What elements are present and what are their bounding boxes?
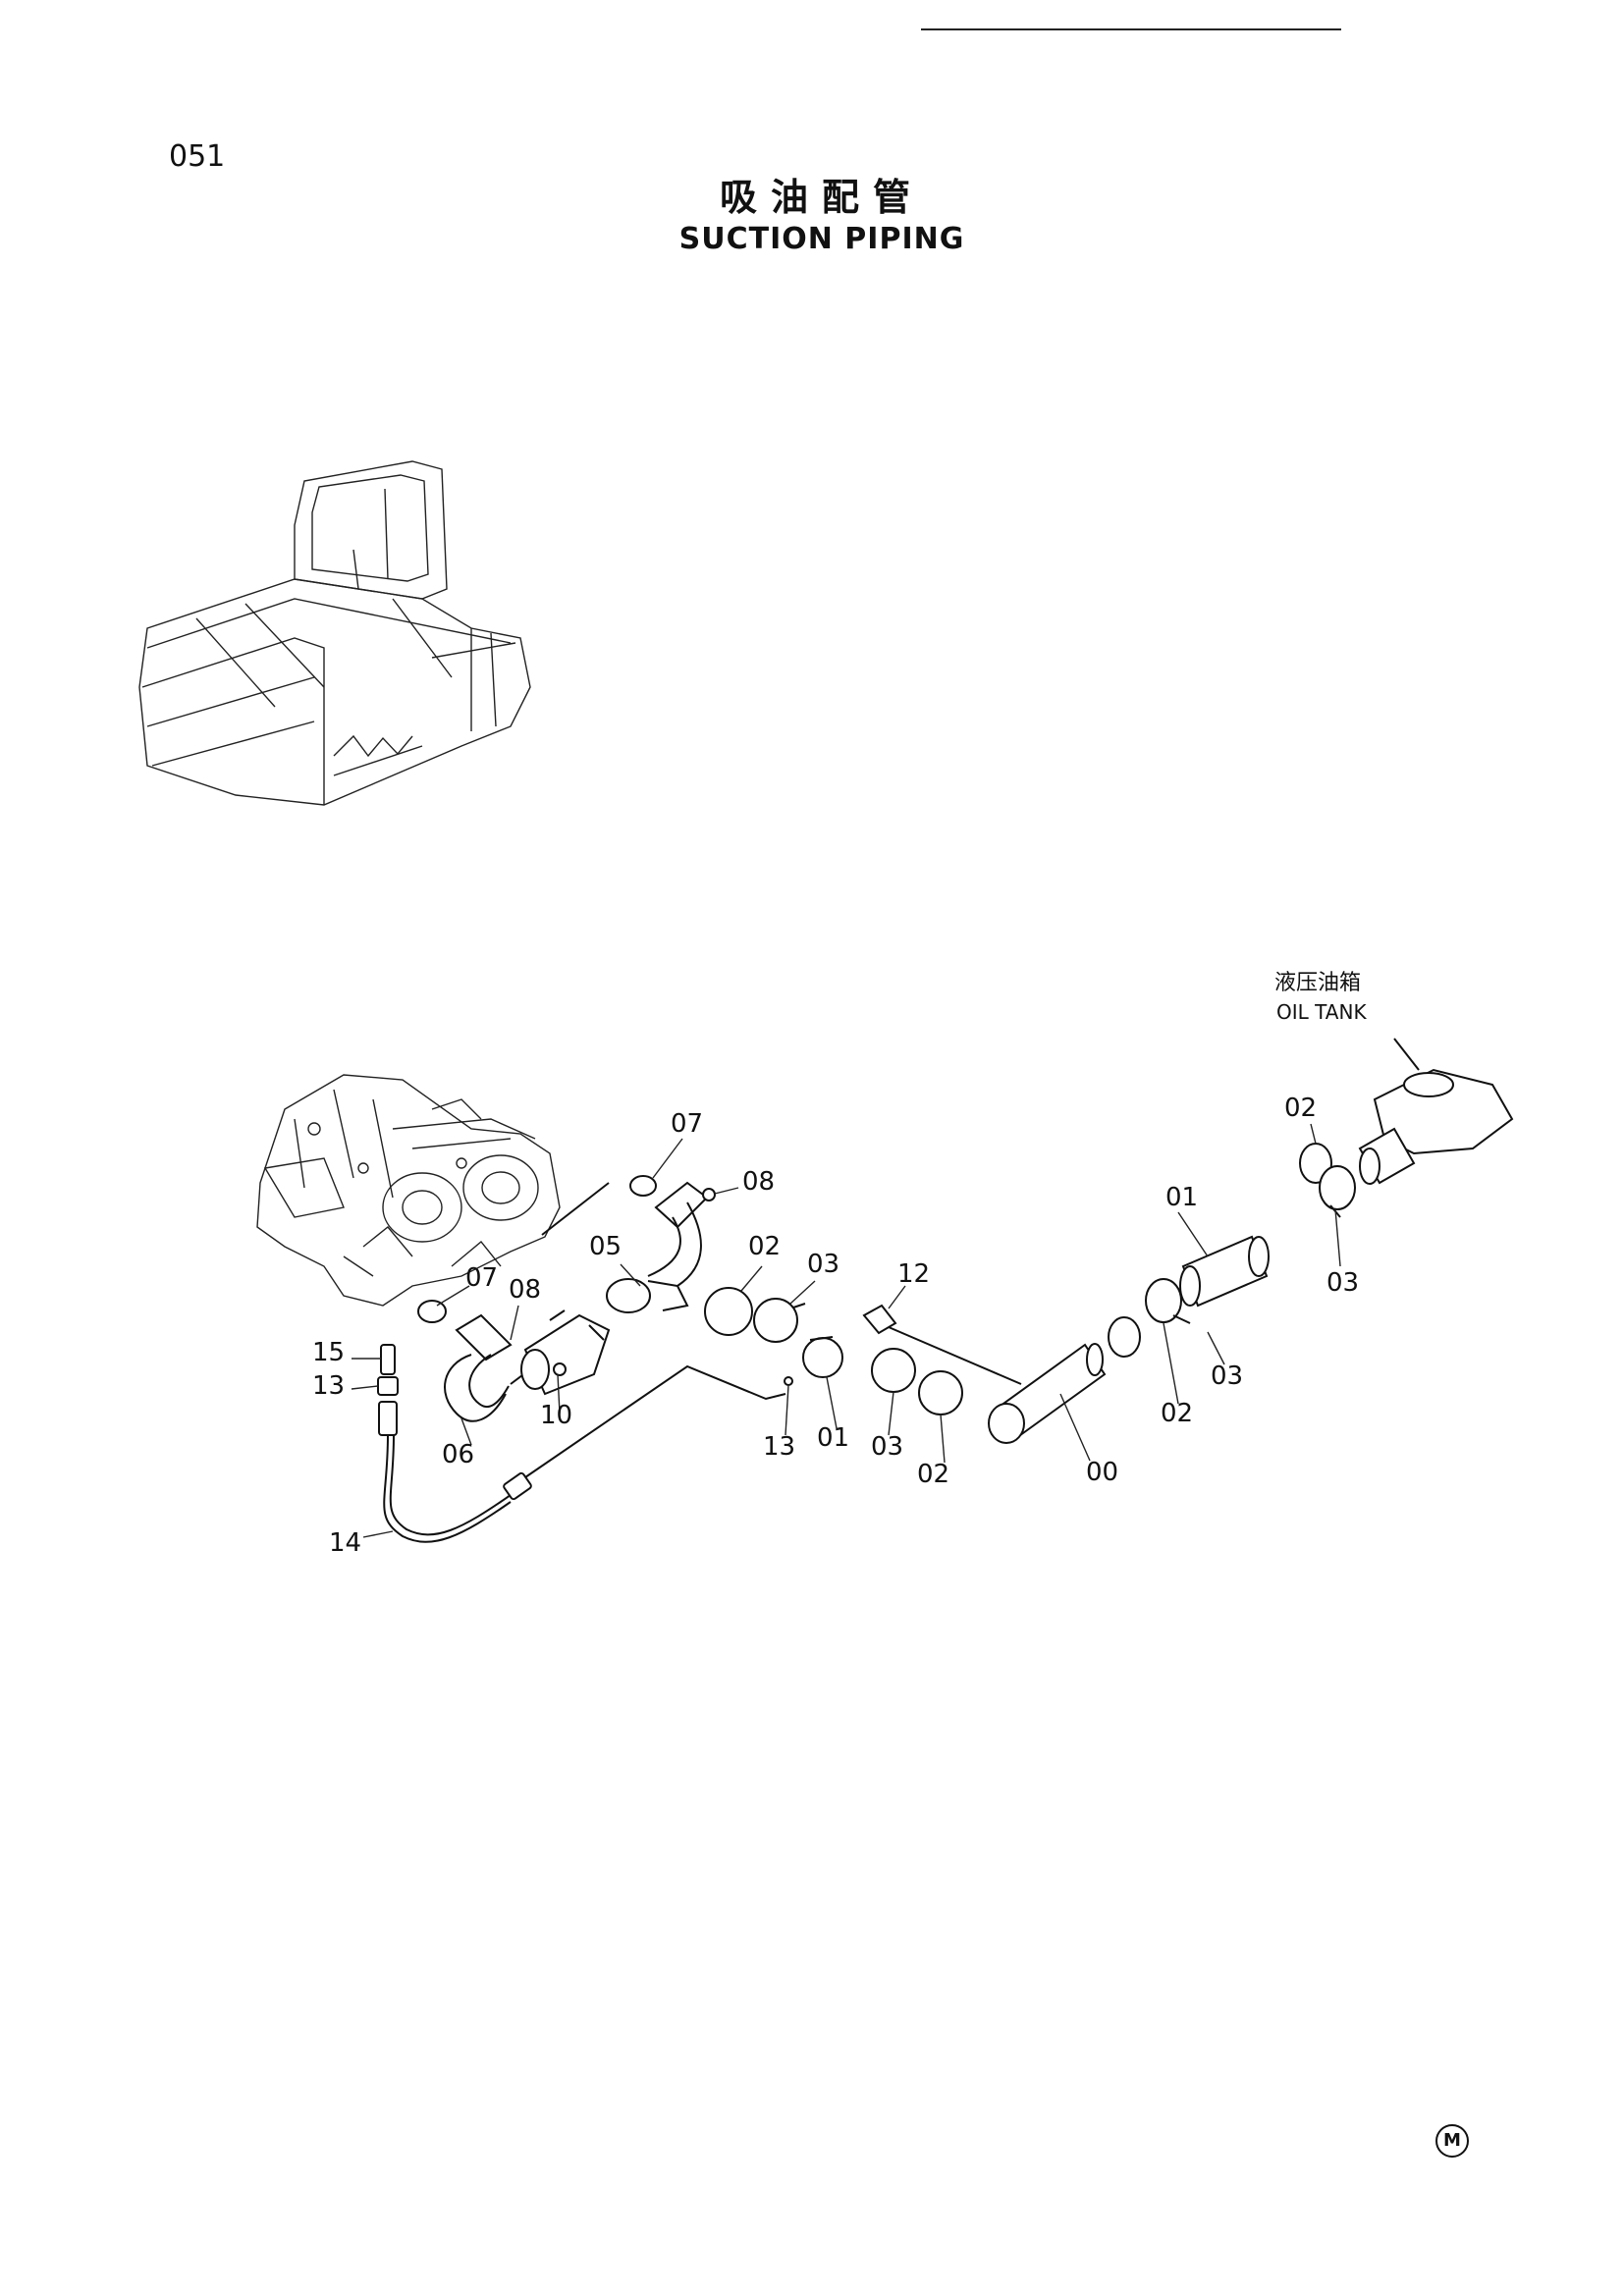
callout-01-right: 01 bbox=[1165, 1183, 1198, 1212]
callout-13-left: 13 bbox=[312, 1371, 345, 1401]
oil-tank-port bbox=[1358, 1038, 1514, 1185]
hydraulic-pump bbox=[256, 1074, 610, 1307]
leader-lines bbox=[351, 1123, 1341, 1538]
callout-02-mid: 02 bbox=[917, 1460, 949, 1489]
callout-14: 14 bbox=[329, 1528, 361, 1558]
callout-02-right-low: 02 bbox=[1161, 1399, 1193, 1428]
clamps-mid bbox=[704, 1287, 963, 1415]
suction-elbow-06 bbox=[417, 1300, 531, 1422]
corner-mark: M bbox=[1435, 2124, 1469, 2158]
page-title-cn: 吸油配管 bbox=[719, 176, 924, 219]
callout-03-mid: 03 bbox=[871, 1432, 903, 1462]
hose-14 bbox=[377, 1344, 786, 1543]
flange-10 bbox=[520, 1309, 611, 1396]
pipe-00 bbox=[988, 1343, 1107, 1444]
callout-02-a: 02 bbox=[748, 1232, 781, 1261]
callout-00: 00 bbox=[1086, 1458, 1118, 1487]
callout-03-right-low: 03 bbox=[1211, 1362, 1243, 1391]
callout-10: 10 bbox=[540, 1401, 572, 1430]
callout-06: 06 bbox=[442, 1440, 474, 1469]
excavator-overview bbox=[138, 460, 531, 806]
callout-07-top: 07 bbox=[671, 1109, 703, 1139]
callout-12: 12 bbox=[897, 1259, 930, 1289]
callout-08-top: 08 bbox=[742, 1167, 775, 1197]
fitting-12 bbox=[862, 1304, 1022, 1385]
callout-08-left: 08 bbox=[509, 1275, 541, 1305]
oil-tank-label-cn: 液压油箱 bbox=[1274, 971, 1361, 995]
clamps-tank bbox=[1299, 1143, 1356, 1218]
top-rule bbox=[921, 28, 1341, 30]
page-title-en: SUCTION PIPING bbox=[678, 222, 965, 256]
callout-15: 15 bbox=[312, 1338, 345, 1367]
callout-05: 05 bbox=[589, 1232, 622, 1261]
callout-03-a: 03 bbox=[807, 1250, 839, 1279]
elbow-05 bbox=[606, 1175, 716, 1313]
oil-tank-label-en: OIL TANK bbox=[1276, 1000, 1367, 1024]
page-number: 051 bbox=[169, 139, 226, 174]
callout-13-mid: 13 bbox=[763, 1432, 795, 1462]
callout-02-right-top: 02 bbox=[1284, 1094, 1317, 1123]
hose-01 bbox=[1179, 1235, 1270, 1308]
callout-01-mid: 01 bbox=[817, 1423, 849, 1453]
callout-03-right: 03 bbox=[1326, 1268, 1359, 1298]
callout-07-left: 07 bbox=[465, 1263, 498, 1293]
clamps-right bbox=[1108, 1278, 1191, 1358]
